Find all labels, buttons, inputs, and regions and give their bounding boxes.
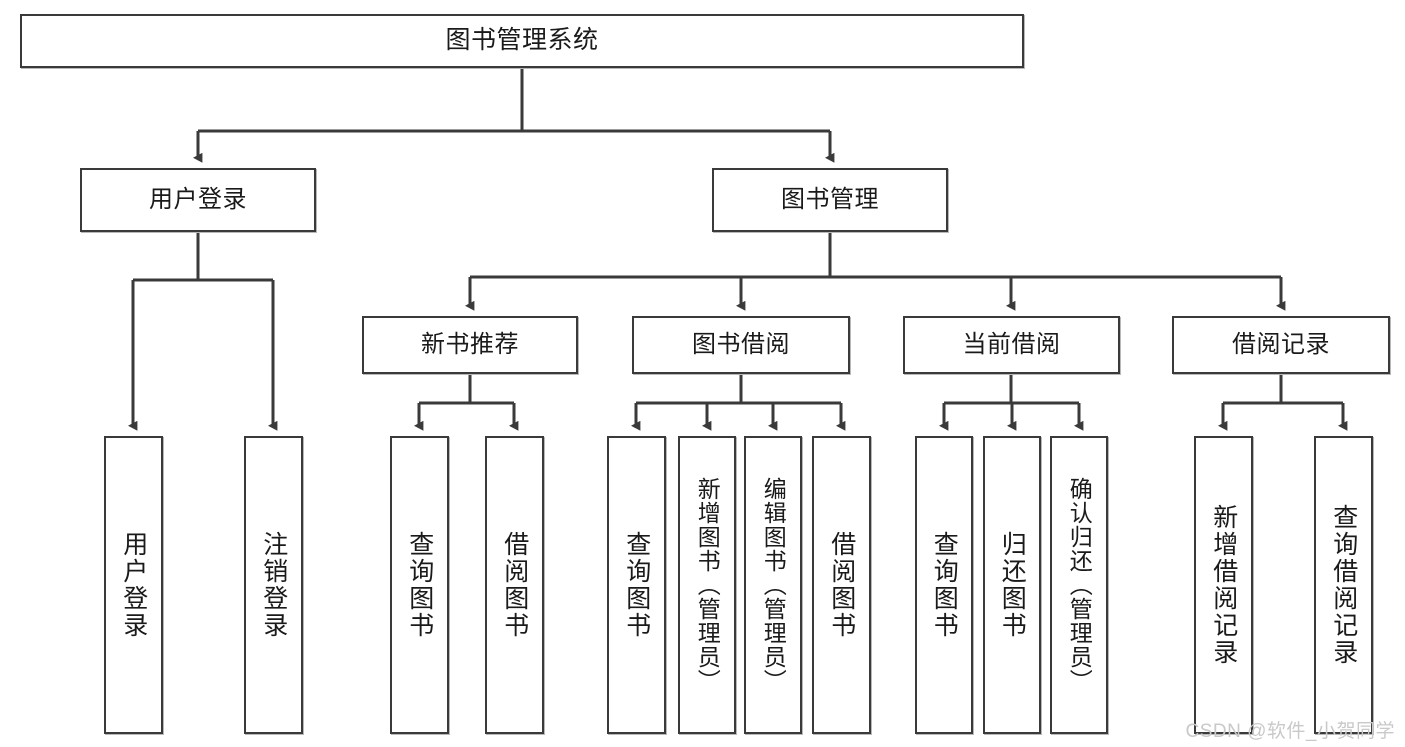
node-root-label: 图书管理系统	[445, 26, 599, 55]
node-book-borrow[interactable]: 图书借阅	[632, 316, 850, 374]
node-new-book-rec-label: 新书推荐	[421, 330, 519, 358]
node-book-manage[interactable]: 图书管理	[712, 168, 948, 232]
node-leaf-user-login[interactable]: 用户登录	[104, 436, 163, 734]
node-current-borrow[interactable]: 当前借阅	[903, 316, 1120, 374]
node-leaf-borrow-book-1[interactable]: 借阅图书	[485, 436, 544, 734]
node-leaf-return-book[interactable]: 归还图书	[983, 436, 1041, 734]
node-book-manage-label: 图书管理	[781, 185, 879, 213]
node-leaf-query-book-3[interactable]: 查询图书	[915, 436, 973, 734]
node-user-login[interactable]: 用户登录	[80, 168, 316, 232]
node-new-book-rec[interactable]: 新书推荐	[362, 316, 578, 374]
node-leaf-logout-login[interactable]: 注销登录	[244, 436, 303, 734]
node-leaf-confirm-return[interactable]: 确认归还（管理员）	[1050, 436, 1108, 734]
node-leaf-borrow-book-2[interactable]: 借阅图书	[812, 436, 871, 734]
node-leaf-query-book-2-label: 查询图书	[622, 531, 651, 639]
node-leaf-logout-login-label: 注销登录	[259, 531, 288, 639]
node-leaf-add-record[interactable]: 新增借阅记录	[1194, 436, 1253, 734]
node-leaf-query-book-2[interactable]: 查询图书	[607, 436, 666, 734]
node-current-borrow-label: 当前借阅	[962, 330, 1061, 358]
node-leaf-borrow-book-2-label: 借阅图书	[827, 531, 856, 639]
node-user-login-label: 用户登录	[149, 185, 247, 213]
node-leaf-query-book-3-label: 查询图书	[930, 531, 959, 639]
node-leaf-edit-book-label: 编辑图书（管理员）	[760, 477, 787, 693]
node-leaf-add-book[interactable]: 新增图书（管理员）	[678, 436, 736, 734]
node-leaf-query-book-1[interactable]: 查询图书	[390, 436, 449, 734]
node-leaf-query-record-label: 查询借阅记录	[1329, 504, 1358, 666]
node-root[interactable]: 图书管理系统	[20, 14, 1024, 68]
node-leaf-borrow-book-1-label: 借阅图书	[500, 531, 529, 639]
node-leaf-add-book-label: 新增图书（管理员）	[694, 477, 721, 693]
node-leaf-confirm-return-label: 确认归还（管理员）	[1066, 477, 1093, 693]
node-leaf-query-record[interactable]: 查询借阅记录	[1314, 436, 1373, 734]
node-leaf-return-book-label: 归还图书	[998, 531, 1027, 639]
watermark-text: CSDN @软件_小贺同学	[1185, 721, 1395, 742]
node-leaf-edit-book[interactable]: 编辑图书（管理员）	[744, 436, 802, 734]
node-leaf-query-book-1-label: 查询图书	[405, 531, 434, 639]
node-book-borrow-label: 图书借阅	[692, 330, 790, 358]
node-leaf-add-record-label: 新增借阅记录	[1209, 504, 1238, 666]
node-leaf-user-login-label: 用户登录	[119, 531, 148, 639]
node-borrow-record-label: 借阅记录	[1232, 330, 1330, 358]
node-borrow-record[interactable]: 借阅记录	[1172, 316, 1390, 374]
